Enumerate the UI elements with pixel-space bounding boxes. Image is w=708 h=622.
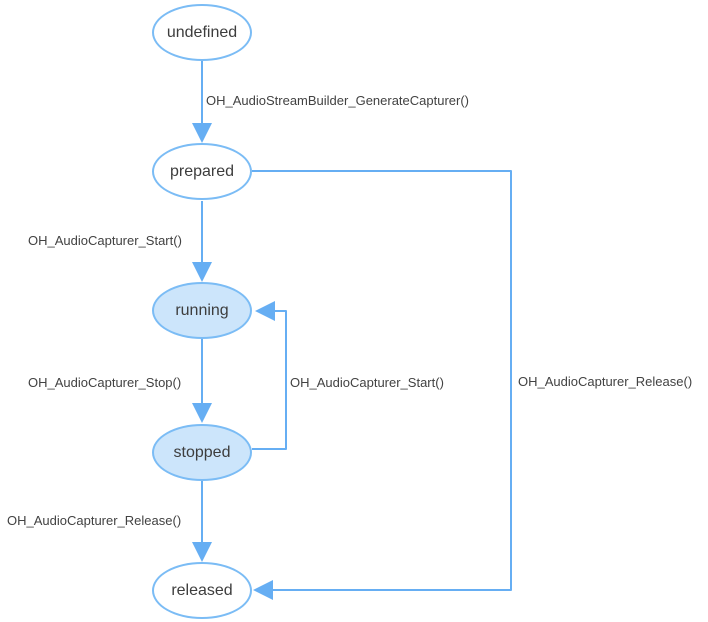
state-label-undefined: undefined xyxy=(166,23,238,41)
state-label-released: released xyxy=(171,581,233,599)
state-label-running: running xyxy=(175,301,229,319)
edge-prepared-to-released xyxy=(252,170,512,600)
edge-label-start-loop: OH_AudioCapturer_Start() xyxy=(290,375,444,390)
edge-stopped-to-running-loop xyxy=(252,301,287,450)
state-node-prepared: prepared xyxy=(152,143,252,200)
edge-label-stop: OH_AudioCapturer_Stop() xyxy=(28,375,182,390)
edge-label-release-left: OH_AudioCapturer_Release() xyxy=(7,513,182,528)
state-label-stopped: stopped xyxy=(173,443,231,461)
edge-label-start: OH_AudioCapturer_Start() xyxy=(28,233,182,248)
state-node-stopped: stopped xyxy=(152,424,252,481)
edge-label-release-right: OH_AudioCapturer_Release() xyxy=(518,374,693,389)
edge-label-generate-capturer: OH_AudioStreamBuilder_GenerateCapturer() xyxy=(206,93,470,108)
state-node-released: released xyxy=(152,562,252,619)
state-node-running: running xyxy=(152,282,252,339)
state-node-undefined: undefined xyxy=(152,4,252,61)
state-label-prepared: prepared xyxy=(169,162,235,180)
